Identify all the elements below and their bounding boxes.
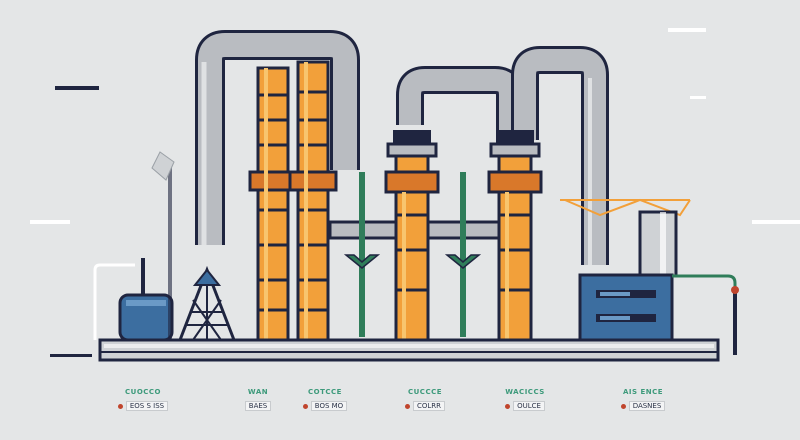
control-cabinet (560, 198, 739, 355)
factory-tower-left-a (248, 66, 298, 342)
label-6-title: AIS ENCE (622, 388, 664, 396)
label-3-value: BOS MO (310, 401, 348, 411)
valve-left (343, 172, 381, 337)
label-6-value: DASNES (628, 401, 666, 411)
label-4-value: COLRR (412, 401, 446, 411)
factory-tower-right (487, 130, 543, 342)
label-5: WACICCS OULCE (480, 388, 570, 411)
factory-tower-left-b (288, 60, 338, 342)
pipe-right-arch (396, 46, 609, 265)
label-1: CUOCCO EOS S ISS (98, 388, 188, 411)
label-2-value: BAES (244, 401, 272, 411)
bullet-icon (620, 403, 626, 409)
transformer (151, 151, 237, 342)
decorative-dashes (30, 28, 800, 357)
bullet-icon (117, 403, 123, 409)
bullet-icon (302, 403, 308, 409)
label-5-value: OULCE (513, 401, 545, 411)
label-3: COTCCE BOS MO (280, 388, 370, 411)
label-4-title: CUCCCE (407, 388, 442, 396)
base-platform (98, 338, 720, 362)
bullet-icon (505, 403, 511, 409)
label-5-title: WACICCS (505, 388, 545, 396)
blue-tank (93, 258, 174, 342)
valve-right (444, 172, 482, 337)
label-1-value: EOS S ISS (125, 401, 169, 411)
label-2-title: WAN (247, 388, 269, 396)
label-2: WAN BAES (213, 388, 303, 411)
label-6: AIS ENCE DASNES (598, 388, 688, 411)
label-4: CUCCCE COLRR (380, 388, 470, 411)
label-1-title: CUOCCO (125, 388, 161, 396)
pipe-left-arch (195, 30, 360, 245)
bullet-icon (404, 403, 410, 409)
label-3-title: COTCCE (308, 388, 342, 396)
